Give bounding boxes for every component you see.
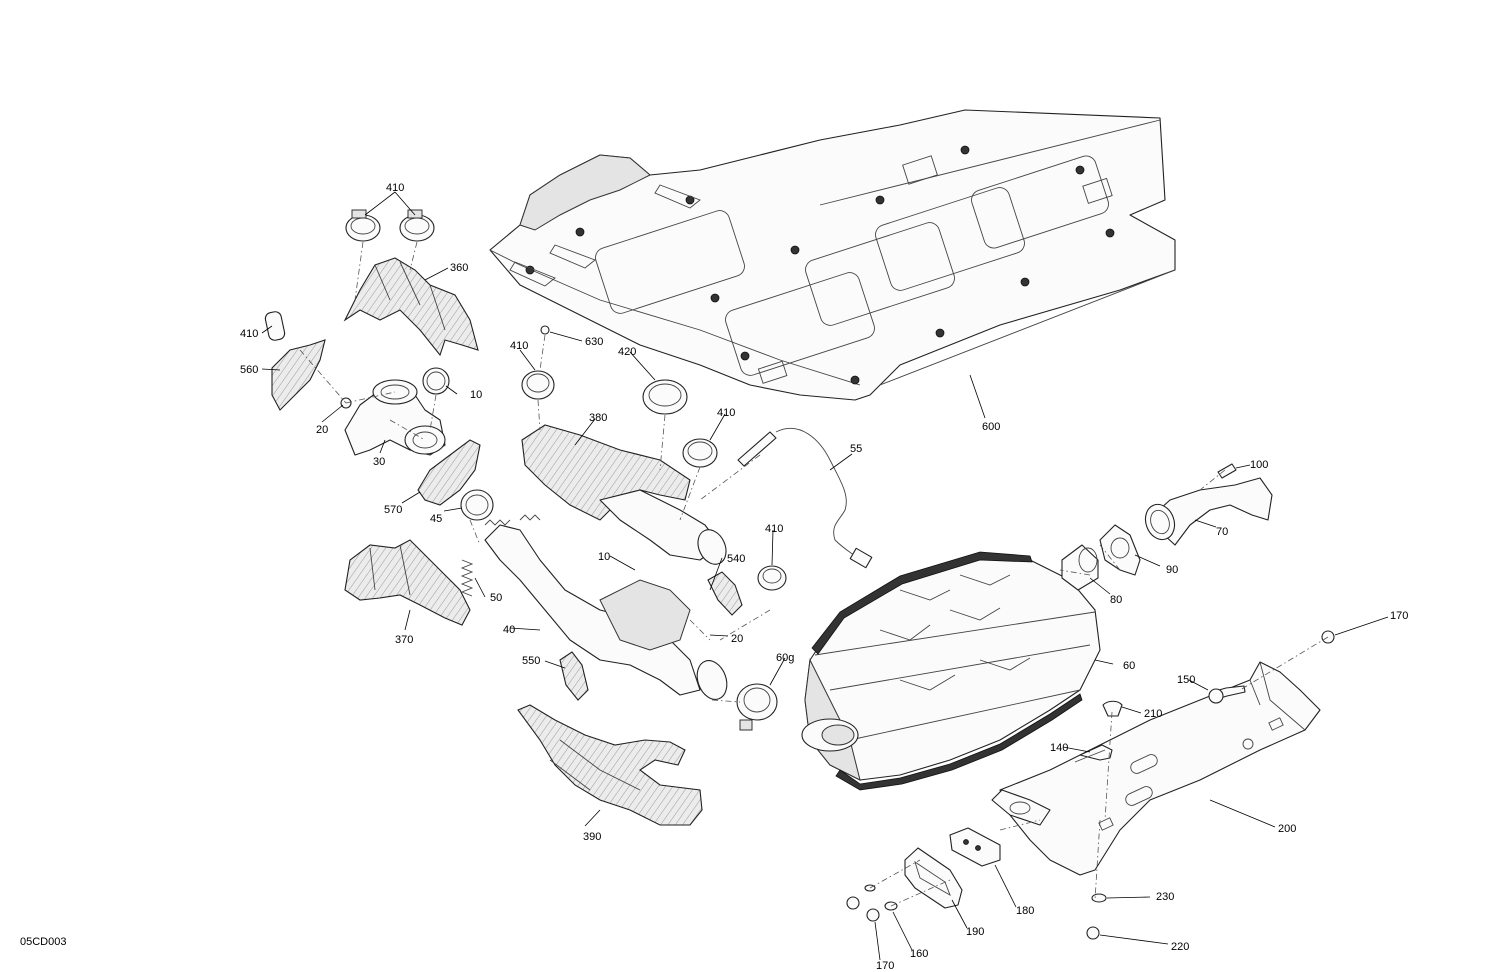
oxygen-sensor-55 xyxy=(737,427,873,569)
nut-170-lower xyxy=(846,896,860,910)
callout-160: 160 xyxy=(910,948,928,960)
callout-30: 30 xyxy=(373,456,385,468)
spring-50 xyxy=(460,559,474,597)
muffler-60 xyxy=(801,551,1101,791)
callout-170: 170 xyxy=(876,960,894,972)
nut-220 xyxy=(1086,926,1100,940)
heat-shield-370 xyxy=(344,539,471,626)
callout-labels: 410 360 410 560 20 30 10 570 45 630 410 … xyxy=(240,182,1408,972)
clamp-60g xyxy=(736,683,778,731)
washer-230 xyxy=(1091,893,1107,903)
callout-540: 540 xyxy=(727,553,745,565)
callout-370: 370 xyxy=(395,634,413,646)
grommet-190 xyxy=(904,847,963,909)
callout-410: 410 xyxy=(765,523,783,535)
bracket-200 xyxy=(999,661,1321,876)
bolt-100 xyxy=(1217,463,1237,479)
callout-200: 200 xyxy=(1278,823,1296,835)
clamp-410-right xyxy=(682,438,718,468)
callout-55: 55 xyxy=(850,443,862,455)
callout-170: 170 xyxy=(1390,610,1408,622)
callout-210: 210 xyxy=(1144,708,1162,720)
callout-60: 60 xyxy=(1123,660,1135,672)
bolt-140 xyxy=(1074,744,1113,763)
heat-shield-390 xyxy=(517,704,703,826)
callout-560: 560 xyxy=(240,364,258,376)
shield-550 xyxy=(559,651,589,701)
header-pipe-40 xyxy=(484,514,728,700)
callout-380: 380 xyxy=(589,412,607,424)
callout-140: 140 xyxy=(1050,742,1068,754)
callout-10: 10 xyxy=(598,551,610,563)
clamp-410-upper-right xyxy=(399,209,435,242)
callout-190: 190 xyxy=(966,926,984,938)
callout-630: 630 xyxy=(585,336,603,348)
callout-80: 80 xyxy=(1110,594,1122,606)
callout-220: 220 xyxy=(1171,941,1189,953)
callout-550: 550 xyxy=(522,655,540,667)
shield-540 xyxy=(707,571,743,616)
callout-180: 180 xyxy=(1016,905,1034,917)
callout-100: 100 xyxy=(1250,459,1268,471)
skid-plate-600 xyxy=(489,109,1176,401)
bolt-630 xyxy=(540,325,550,335)
nut-160 xyxy=(866,908,880,922)
callout-150: 150 xyxy=(1177,674,1195,686)
clamp-410-lower xyxy=(757,565,787,591)
callout-90: 90 xyxy=(1166,564,1178,576)
callout-410: 410 xyxy=(717,407,735,419)
callout-20: 20 xyxy=(731,633,743,645)
leader-lines xyxy=(261,191,1389,961)
bracket-tab-200 xyxy=(991,789,1051,826)
callout-70: 70 xyxy=(1216,526,1228,538)
isolator-180 xyxy=(949,827,1001,867)
sleeve-410-left xyxy=(264,311,286,341)
heat-shield-570 xyxy=(417,439,481,506)
gasket-90 xyxy=(1099,524,1141,576)
callout-360: 360 xyxy=(450,262,468,274)
heat-shield-560 xyxy=(271,339,326,411)
callout-600: 600 xyxy=(982,421,1000,433)
adapter-80 xyxy=(1061,544,1099,591)
callout-390: 390 xyxy=(583,831,601,843)
diagram-code: 05CD003 xyxy=(20,936,66,948)
callout-50: 50 xyxy=(490,592,502,604)
exhaust-manifold-30 xyxy=(344,379,446,456)
bolt-150 xyxy=(1208,685,1246,704)
heat-shield-360 xyxy=(343,257,479,357)
tailpipe-70 xyxy=(1144,477,1273,546)
callout-45: 45 xyxy=(430,513,442,525)
callout-60g: 60g xyxy=(776,652,794,664)
callout-20: 20 xyxy=(316,424,328,436)
clamp-410-mid xyxy=(521,370,555,400)
callout-10: 10 xyxy=(470,389,482,401)
clamp-420 xyxy=(642,379,688,415)
gasket-45 xyxy=(460,489,494,521)
callout-410: 410 xyxy=(240,328,258,340)
bumper-210 xyxy=(1102,700,1123,717)
clamp-410-upper-left xyxy=(345,209,381,242)
callout-410: 410 xyxy=(386,182,404,194)
gasket-10-upper xyxy=(422,367,450,395)
callout-410: 410 xyxy=(510,340,528,352)
callout-420: 420 xyxy=(618,346,636,358)
callout-40: 40 xyxy=(503,624,515,636)
assembly-lines xyxy=(299,241,1329,907)
callout-570: 570 xyxy=(384,504,402,516)
callout-230: 230 xyxy=(1156,891,1174,903)
catalytic-converter-380 xyxy=(521,424,727,565)
